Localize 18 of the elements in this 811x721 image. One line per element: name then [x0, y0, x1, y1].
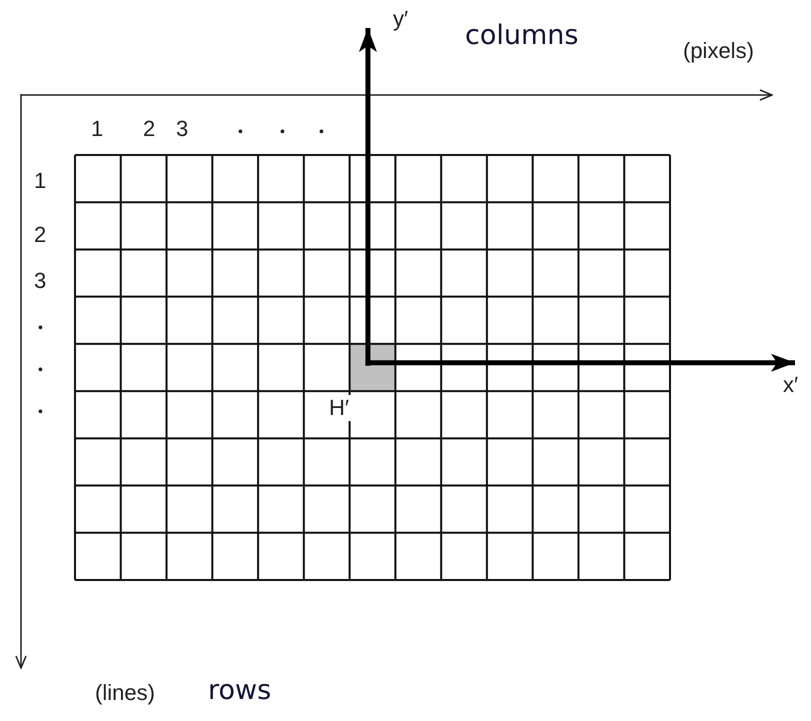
column-number: 3 [176, 118, 188, 140]
ellipsis-mark: • [38, 362, 43, 376]
row-number: 1 [34, 170, 46, 192]
column-number: 1 [91, 118, 104, 140]
axis-title: columns [465, 22, 578, 49]
row-number: 2 [34, 224, 46, 246]
unit-label: (pixels) [683, 40, 754, 62]
ellipsis-mark: • [38, 320, 43, 334]
column-number: 2 [143, 118, 156, 140]
ellipsis-mark: • [280, 124, 285, 138]
axis-label: y′ [393, 8, 408, 30]
axis-label: x′ [783, 374, 798, 396]
row-number: 3 [34, 270, 46, 292]
ellipsis-mark: • [319, 124, 324, 138]
ellipsis-mark: • [38, 404, 43, 418]
axis-title: rows [208, 677, 272, 704]
unit-label: (lines) [95, 682, 155, 704]
ellipsis-mark: • [238, 124, 243, 138]
